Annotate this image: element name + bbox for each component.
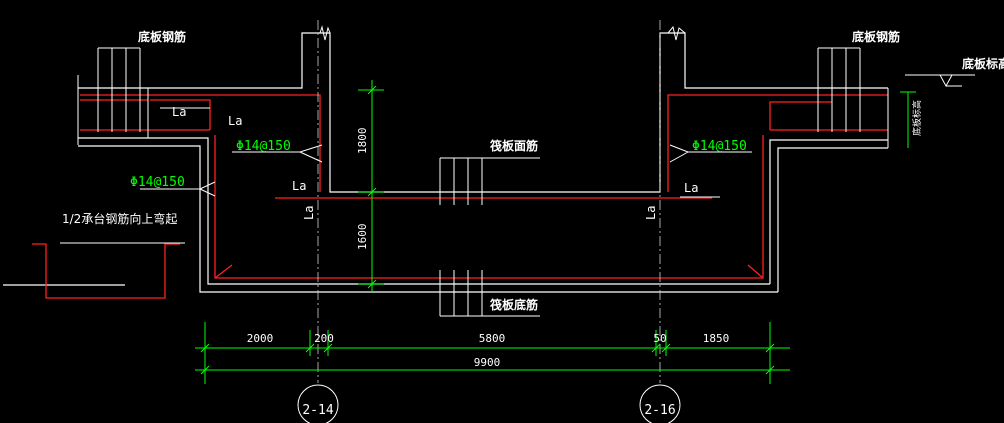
dim-segment-1: 2000 xyxy=(247,332,274,345)
raft-top-rebar-label: 筏板面筋 xyxy=(490,138,538,153)
la-label-4: La xyxy=(302,206,316,220)
la-label-3: La xyxy=(292,179,306,193)
half-rebar-note: 1/2承台钢筋向上弯起 xyxy=(62,211,177,226)
rebar-ticks xyxy=(77,47,889,317)
dim-segment-5: 1850 xyxy=(703,332,730,345)
axis-bubbles xyxy=(297,384,681,423)
rebar-lines xyxy=(32,94,888,299)
base-elevation-vertical-label: 底板标高 xyxy=(911,100,923,136)
base-rebar-label-right: 底板钢筋 xyxy=(852,29,900,44)
base-rebar-label-left: 底板钢筋 xyxy=(138,29,186,44)
rebar-spec-2: Φ14@150 xyxy=(130,175,185,190)
dim-segment-4: 50 xyxy=(653,332,666,345)
dim-depth-upper: 1800 xyxy=(356,128,369,155)
rebar-spec-3: Φ14@150 xyxy=(692,139,747,154)
la-label-1: La xyxy=(172,105,186,119)
dim-total: 9900 xyxy=(474,356,501,369)
axis-label-left: 2-14 xyxy=(302,403,333,418)
dimension-lines xyxy=(195,80,916,384)
dim-segment-3: 5800 xyxy=(479,332,506,345)
rebar-spec-1: Φ14@150 xyxy=(236,139,291,154)
la-label-5: La xyxy=(684,181,698,195)
leader-lines xyxy=(60,74,975,244)
dim-segment-2: 200 xyxy=(314,332,334,345)
concrete-outline xyxy=(3,32,888,293)
la-label-6: La xyxy=(644,206,658,220)
axis-label-right: 2-16 xyxy=(644,403,675,418)
la-label-2: La xyxy=(228,114,242,128)
dim-depth-lower: 1600 xyxy=(356,224,369,251)
axis-lines xyxy=(317,20,661,383)
base-elevation-label: 底板标高 xyxy=(962,56,1004,71)
raft-bottom-rebar-label: 筏板底筋 xyxy=(490,297,538,312)
break-line-icon xyxy=(319,25,686,41)
elevation-marker-icon xyxy=(939,74,962,88)
